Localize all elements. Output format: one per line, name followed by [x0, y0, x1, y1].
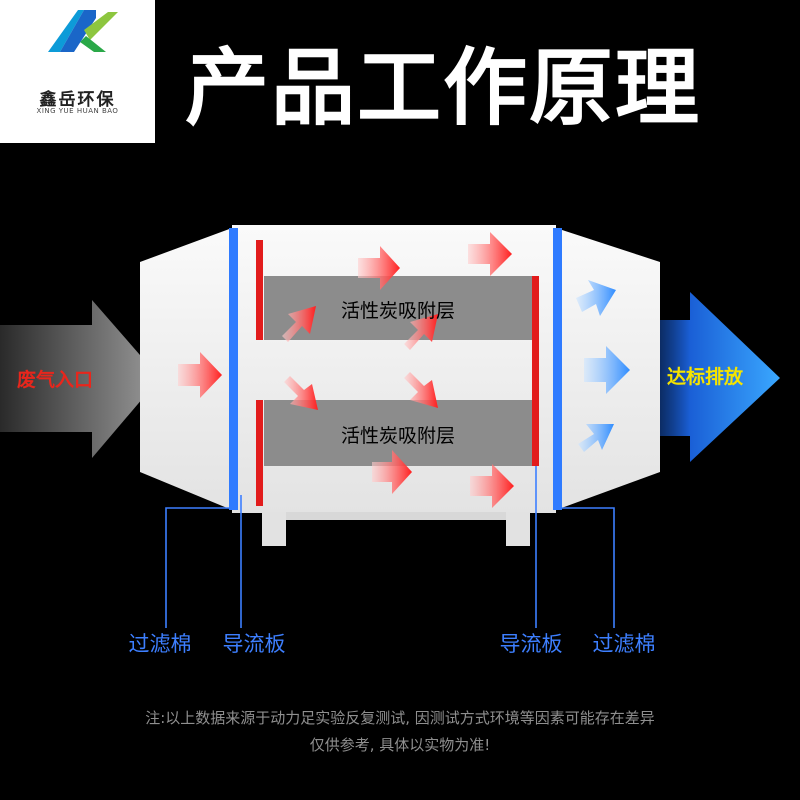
flow-arrow-red	[404, 372, 438, 408]
brand-name-en: XING YUE HUAN BAO	[36, 107, 119, 115]
carbon-layer-top-label: 活性炭吸附层	[341, 300, 455, 322]
disclaimer-line-1: 注:以上数据来源于动力足实验反复测试, 因测试方式环境等因素可能存在差异	[145, 709, 655, 727]
left-filter	[229, 228, 238, 510]
callout-line-left-filter	[165, 507, 229, 628]
disclaimer-line-2: 仅供参考, 具体以实物为准!	[309, 736, 491, 754]
inlet-big-arrow	[0, 300, 160, 458]
left-baffle-top	[256, 240, 263, 340]
right-leg	[506, 512, 530, 546]
brand-logo: 鑫岳环保 XING YUE HUAN BAO	[0, 0, 155, 143]
flow-arrow-red	[470, 464, 514, 508]
flow-arrow-red	[282, 306, 316, 342]
callout-lines	[165, 466, 615, 628]
callout-right-filter: 过滤棉	[593, 632, 656, 656]
callout-left-baffle: 导流板	[223, 632, 286, 656]
outlet-label: 达标排放	[667, 365, 744, 388]
callout-right-baffle: 导流板	[500, 632, 563, 656]
flow-arrow-red	[284, 376, 318, 410]
flow-arrow-red	[372, 450, 412, 494]
logo-mark-icon	[48, 10, 118, 52]
carbon-layer-bottom-label: 活性炭吸附层	[341, 425, 455, 447]
flow-arrow-red	[178, 352, 222, 398]
flow-arrow-blue	[578, 424, 614, 452]
flow-arrow-blue	[584, 346, 630, 394]
blue-flow-arrows	[576, 280, 630, 452]
callout-left-filter: 过滤棉	[129, 632, 192, 656]
left-baffle-bottom	[256, 400, 263, 506]
flow-arrow-red	[468, 232, 512, 276]
callout-line-right-filter	[562, 507, 615, 628]
right-filter	[553, 228, 562, 510]
inlet-label: 废气入口	[17, 368, 93, 391]
carbon-layer-bottom	[264, 400, 532, 466]
flow-arrow-blue	[576, 280, 616, 316]
left-leg	[262, 512, 286, 546]
brand-name-cn: 鑫岳环保	[39, 90, 116, 110]
right-baffle	[532, 276, 539, 466]
flow-arrow-red	[404, 314, 438, 350]
page-title: 产品工作原理	[185, 39, 702, 137]
red-flow-arrows	[178, 232, 514, 508]
base-bar	[286, 512, 506, 520]
flow-arrow-red	[358, 246, 400, 290]
